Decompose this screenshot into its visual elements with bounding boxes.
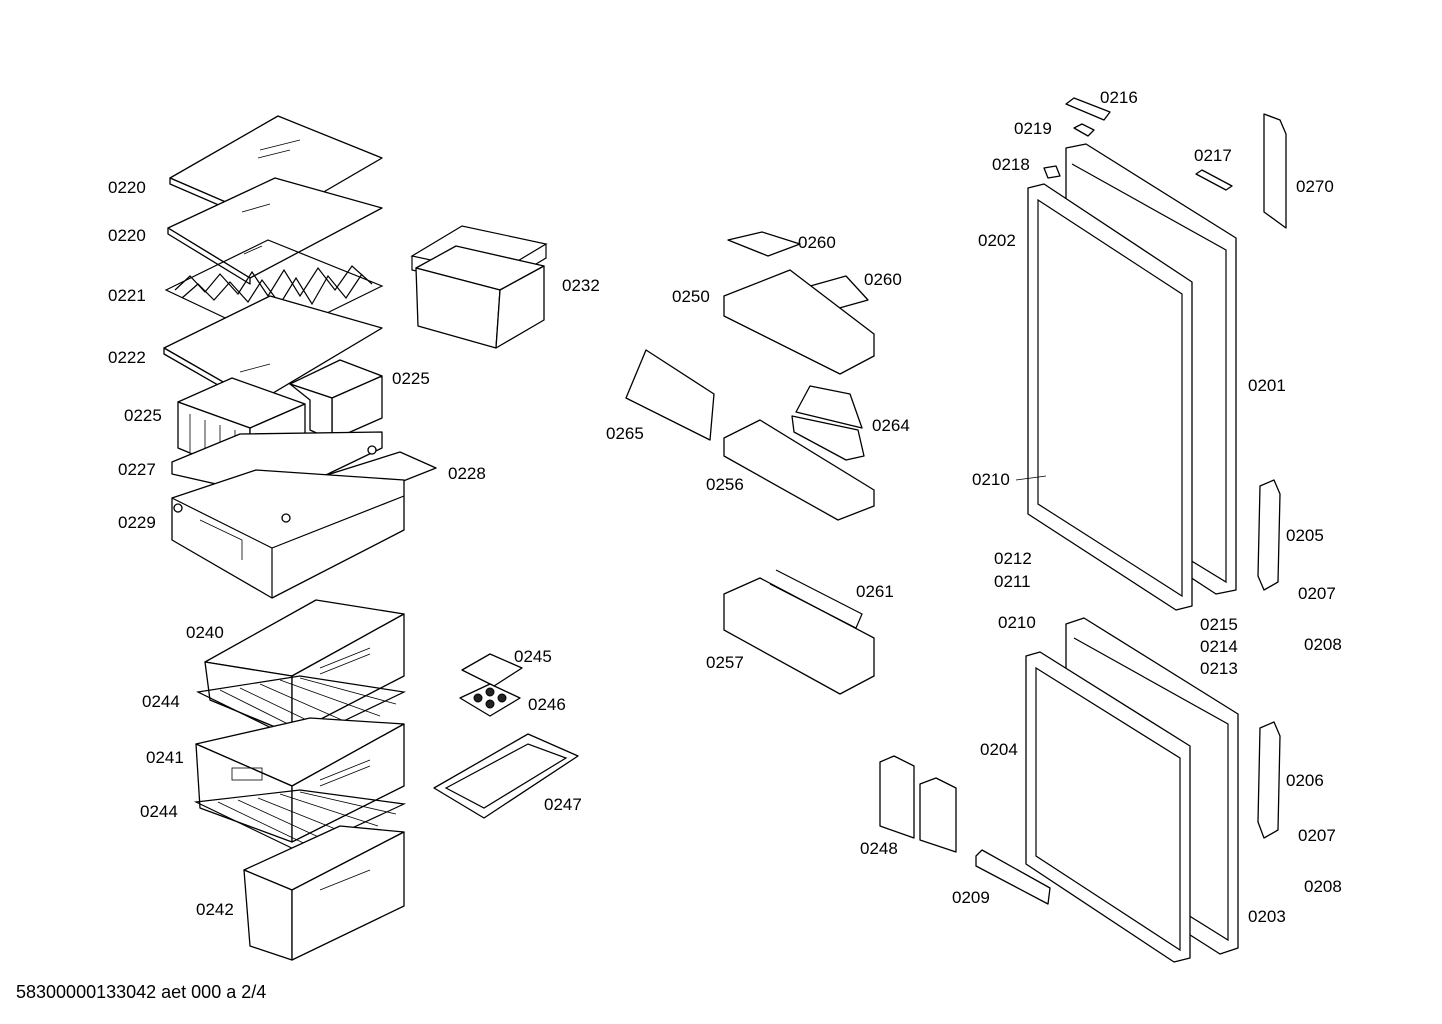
part-label: 0264 bbox=[872, 416, 910, 435]
part-label: 0245 bbox=[514, 647, 552, 666]
part-label: 0215 bbox=[1200, 615, 1238, 634]
frame-0232 bbox=[410, 225, 548, 349]
part-label: 0221 bbox=[108, 286, 146, 305]
part-label: 0220 bbox=[108, 226, 146, 245]
part-label: 0228 bbox=[448, 464, 486, 483]
part-label: 0220 bbox=[108, 178, 146, 197]
part-label: 0206 bbox=[1286, 771, 1324, 790]
drawer-0242 bbox=[243, 825, 405, 961]
part-label: 0212 bbox=[994, 549, 1032, 568]
part-label: 0222 bbox=[108, 348, 146, 367]
crisper-housing-0229 bbox=[171, 469, 405, 599]
part-label: 0241 bbox=[146, 748, 184, 767]
part-label: 0209 bbox=[952, 888, 990, 907]
part-label: 0225 bbox=[124, 406, 162, 425]
upper-gasket-0202 bbox=[1027, 183, 1193, 611]
drawing-reference-footer: 58300000133042 aet 000 a 2/4 bbox=[16, 982, 267, 1002]
part-label: 0270 bbox=[1296, 177, 1334, 196]
part-label: 0250 bbox=[672, 287, 710, 306]
part-label: 0210 bbox=[972, 470, 1010, 489]
part-label: 0265 bbox=[606, 424, 644, 443]
part-label: 0246 bbox=[528, 695, 566, 714]
part-label: 0214 bbox=[1200, 637, 1238, 656]
part-label: 0240 bbox=[186, 623, 224, 642]
part-label: 0217 bbox=[1194, 146, 1232, 165]
part-label: 0257 bbox=[706, 653, 744, 672]
part-label: 0207 bbox=[1298, 584, 1336, 603]
part-label: 0260 bbox=[798, 233, 836, 252]
grille-0244-lower bbox=[193, 789, 407, 853]
tray-0247 bbox=[433, 733, 579, 819]
part-label: 0201 bbox=[1248, 376, 1286, 395]
door-parts-middle bbox=[625, 231, 875, 695]
part-label: 0213 bbox=[1200, 659, 1238, 678]
part-label: 0244 bbox=[140, 802, 178, 821]
part-label: 0244 bbox=[142, 692, 180, 711]
glass-shelf-0220-second bbox=[167, 177, 383, 285]
ice-packs-0248 bbox=[879, 755, 957, 853]
part-label: 0207 bbox=[1298, 826, 1336, 845]
handles-hinges bbox=[975, 97, 1287, 905]
part-label: 0229 bbox=[118, 513, 156, 532]
part-label: 0260 bbox=[864, 270, 902, 289]
part-label: 0208 bbox=[1304, 635, 1342, 654]
part-label: 0248 bbox=[860, 839, 898, 858]
part-label: 0232 bbox=[562, 276, 600, 295]
part-label: 0225 bbox=[392, 369, 430, 388]
part-label: 0208 bbox=[1304, 877, 1342, 896]
part-label: 0218 bbox=[992, 155, 1030, 174]
part-label: 0219 bbox=[1014, 119, 1052, 138]
drawer-0240 bbox=[204, 599, 405, 735]
part-label: 0202 bbox=[978, 231, 1016, 250]
part-label: 0242 bbox=[196, 900, 234, 919]
part-label: 0247 bbox=[544, 795, 582, 814]
part-label: 0256 bbox=[706, 475, 744, 494]
part-label: 0261 bbox=[856, 582, 894, 601]
lid-0245-tray-0246 bbox=[459, 653, 523, 717]
part-label: 0210 bbox=[998, 613, 1036, 632]
part-label: 0227 bbox=[118, 460, 156, 479]
part-label: 0204 bbox=[980, 740, 1018, 759]
part-label: 0211 bbox=[994, 572, 1031, 591]
lower-gasket-0204 bbox=[1025, 651, 1191, 963]
part-label: 0216 bbox=[1100, 88, 1138, 107]
drawer-0241 bbox=[195, 717, 405, 843]
part-label: 0203 bbox=[1248, 907, 1286, 926]
part-label: 0205 bbox=[1286, 526, 1324, 545]
